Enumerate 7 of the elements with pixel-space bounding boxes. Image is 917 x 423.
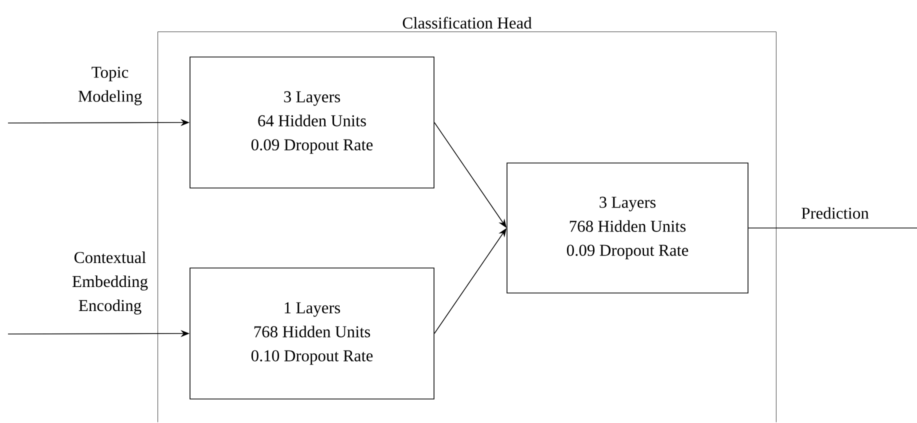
edge-label: Contextual Embedding Encoding xyxy=(72,252,148,314)
layer-box: 3 Layers 64 Hidden Units 0.09 Dropout Rate xyxy=(190,56,434,188)
layer-box: 1 Layers 768 Hidden Units 0.10 Dropout Rate xyxy=(190,268,434,400)
group-heading: Classification Head xyxy=(402,16,532,29)
edge-label: Prediction xyxy=(802,207,869,219)
edge-label: Topic Modeling xyxy=(78,66,142,106)
layer-box: 3 Layers 768 Hidden Units 0.09 Dropout Rate xyxy=(506,162,748,294)
